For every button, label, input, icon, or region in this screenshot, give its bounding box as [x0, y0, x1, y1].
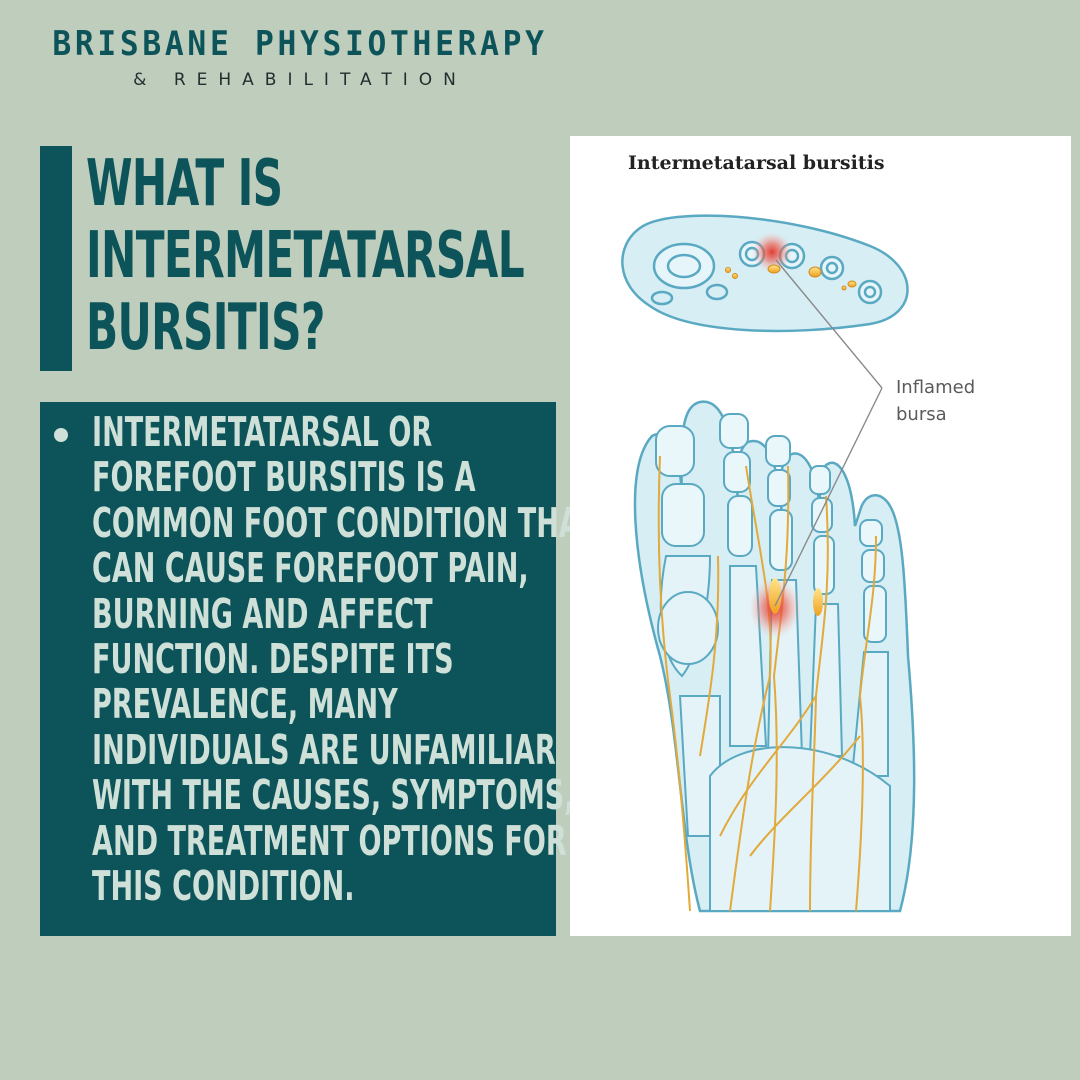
foot-anatomy-illustration — [621, 214, 916, 913]
callout-line: Inflamed — [896, 377, 976, 398]
description-line: COMMON FOOT CONDITION THAT — [92, 498, 597, 547]
description-line: PREVALENCE, MANY — [92, 680, 398, 729]
heading-line: BURSITIS? — [86, 291, 325, 365]
page-heading: WHAT IS INTERMETATARSAL BURSITIS? — [86, 147, 525, 365]
cross-section — [621, 214, 909, 333]
heading-accent-bar — [40, 146, 72, 371]
figure-title: Intermetatarsal bursitis — [628, 152, 885, 174]
description-line: INTERMETATARSAL OR — [92, 408, 433, 456]
description-line: BURNING AND AFFECT — [92, 589, 433, 638]
brand-subtitle: & REHABILITATION — [133, 70, 467, 90]
callout-line: bursa — [896, 404, 947, 425]
description-line: AND TREATMENT OPTIONS FOR — [92, 816, 567, 865]
description-line: FUNCTION. DESPITE ITS — [92, 635, 454, 684]
foot-illustration: Intermetatarsal bursitis Inflamed bursa — [570, 136, 1071, 936]
bullet-icon — [54, 428, 68, 442]
description-line: FOREFOOT BURSITIS IS A — [92, 453, 476, 502]
heading-line: WHAT IS — [86, 147, 283, 221]
description-text: INTERMETATARSAL OR FOREFOOT BURSITIS IS … — [92, 408, 597, 911]
description-line: INDIVIDUALS ARE UNFAMILIAR — [92, 725, 556, 774]
callout-label: Inflamed bursa — [896, 374, 975, 428]
description-line: CAN CAUSE FOREFOOT PAIN, — [92, 544, 529, 593]
heading-line: INTERMETATARSAL — [86, 219, 525, 293]
description-line: THIS CONDITION. — [92, 862, 355, 911]
brand-title: BRISBANE PHYSIOTHERAPY — [52, 24, 548, 64]
description-line: WITH THE CAUSES, SYMPTOMS, — [92, 771, 575, 820]
description-panel — [40, 402, 556, 936]
